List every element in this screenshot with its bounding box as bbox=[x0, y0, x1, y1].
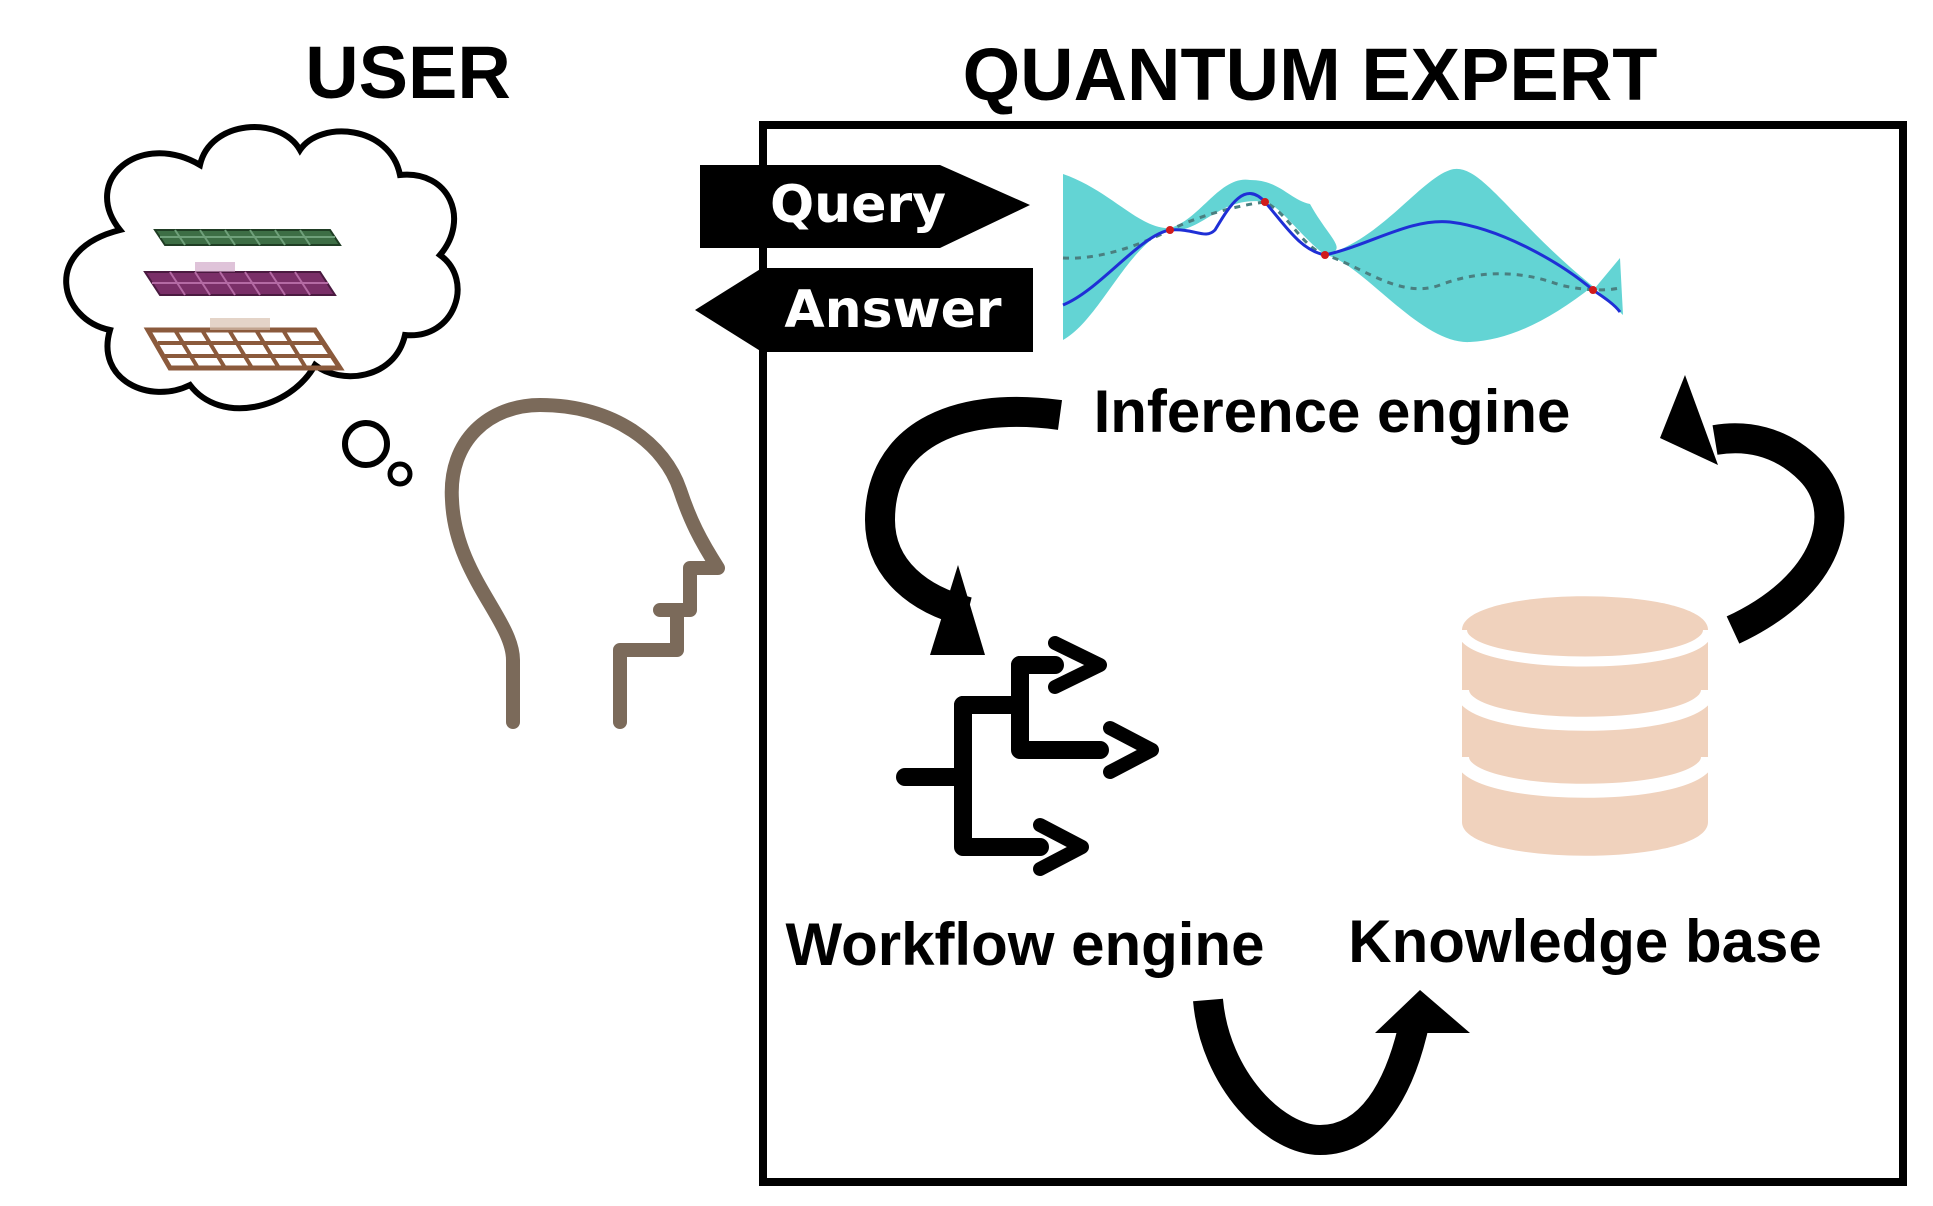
human-head-profile-icon bbox=[444, 398, 725, 729]
material-layer-middle bbox=[143, 262, 337, 296]
observation-point bbox=[1321, 251, 1329, 259]
arrow-workflow-to-knowledge bbox=[1193, 998, 1430, 1156]
quantum-expert-heading: QUANTUM EXPERT bbox=[963, 33, 1658, 116]
answer-button[interactable]: Answer bbox=[695, 268, 1033, 352]
arrow-knowledge-to-inference bbox=[1712, 423, 1845, 644]
thought-bubble-icon bbox=[63, 124, 461, 487]
knowledge-base-label: Knowledge base bbox=[1348, 908, 1821, 975]
observation-point bbox=[1261, 198, 1269, 206]
workflow-engine-label: Workflow engine bbox=[786, 911, 1265, 978]
arrow-workflow-to-knowledge-head bbox=[1375, 990, 1470, 1033]
gaussian-process-plot-icon bbox=[1062, 168, 1623, 343]
arrow-inference-to-workflow-head bbox=[930, 565, 985, 655]
user-heading: USER bbox=[305, 31, 511, 114]
material-layer-bottom bbox=[143, 318, 345, 371]
arrow-knowledge-to-inference-head bbox=[1660, 375, 1718, 465]
quantum-expert-frame bbox=[759, 121, 1907, 1186]
thought-dot-large bbox=[342, 420, 390, 468]
thought-dot-small bbox=[387, 461, 413, 487]
material-layer-top bbox=[153, 229, 342, 246]
query-label: Query bbox=[770, 175, 946, 235]
observation-point bbox=[1589, 286, 1597, 294]
database-cylinder-icon bbox=[1455, 596, 1715, 856]
observation-point bbox=[1166, 226, 1174, 234]
query-button[interactable]: Query bbox=[700, 165, 1030, 248]
arrow-inference-to-workflow bbox=[864, 396, 1063, 627]
answer-label: Answer bbox=[784, 280, 1002, 340]
inference-engine-label: Inference engine bbox=[1094, 378, 1571, 445]
stacked-2d-material-layers-icon bbox=[143, 229, 345, 371]
confidence-band bbox=[1063, 168, 1623, 343]
branching-workflow-icon bbox=[896, 636, 1159, 876]
